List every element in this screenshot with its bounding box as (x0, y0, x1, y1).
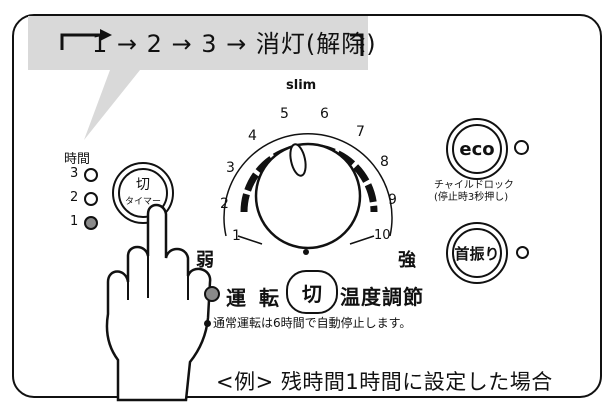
hours-title: 時間 (64, 152, 91, 167)
level-2-label: 2 (70, 190, 79, 205)
dial-number-4: 4 (248, 128, 257, 144)
dial-number-7: 7 (356, 124, 365, 140)
example-caption: <例> 残時間1時間に設定した場合 (216, 370, 553, 394)
run-indicator (204, 286, 220, 302)
auto-stop-note: 通常運転は6時間で自動停止します。 (204, 314, 411, 331)
dial-number-1: 1 (232, 228, 241, 244)
dial-number-2: 2 (220, 196, 229, 212)
child-lock-label: チャイルドロック (停止時3秒押し) (434, 180, 514, 204)
child-lock-line1: チャイルドロック (434, 180, 514, 191)
dial-number-8: 8 (380, 154, 389, 170)
dial-number-9: 9 (388, 192, 397, 208)
auto-stop-note-text: 通常運転は6時間で自動停止します。 (213, 316, 412, 330)
dial-number-6: 6 (320, 106, 329, 122)
dial-mode-label: slim (286, 78, 317, 93)
sequence-text: 1 → 2 → 3 → 消灯(解除) (92, 30, 377, 58)
dial-number-10: 10 (374, 228, 391, 243)
level-3-label: 3 (70, 166, 79, 181)
level-1-indicator (84, 216, 98, 230)
swing-indicator (516, 246, 529, 259)
eco-indicator (514, 140, 529, 155)
timer-off-button[interactable]: 切 タイマー (112, 162, 174, 224)
power-off-button[interactable]: 切 (286, 270, 338, 314)
swing-label: 首振り (454, 244, 500, 263)
level-3-indicator (84, 168, 98, 182)
child-lock-line2: (停止時3秒押し) (434, 192, 509, 203)
power-off-label: 切 (302, 281, 322, 306)
timer-button-bottom-label: タイマー (124, 197, 161, 207)
run-label: 運 転 (226, 286, 282, 310)
timer-button-top-label: 切 (136, 177, 150, 193)
temperature-adjust-label: 温度調節 (340, 285, 424, 309)
dial-number-5: 5 (280, 106, 289, 122)
level-1-label: 1 (70, 214, 79, 229)
swing-button[interactable]: 首振り (446, 222, 508, 284)
dial-number-3: 3 (226, 160, 235, 176)
eco-label: eco (459, 138, 495, 160)
weak-label: 弱 (196, 250, 214, 271)
bullet-icon (204, 320, 211, 327)
eco-button[interactable]: eco (446, 118, 508, 180)
strong-label: 強 (398, 250, 416, 271)
level-2-indicator (84, 192, 98, 206)
